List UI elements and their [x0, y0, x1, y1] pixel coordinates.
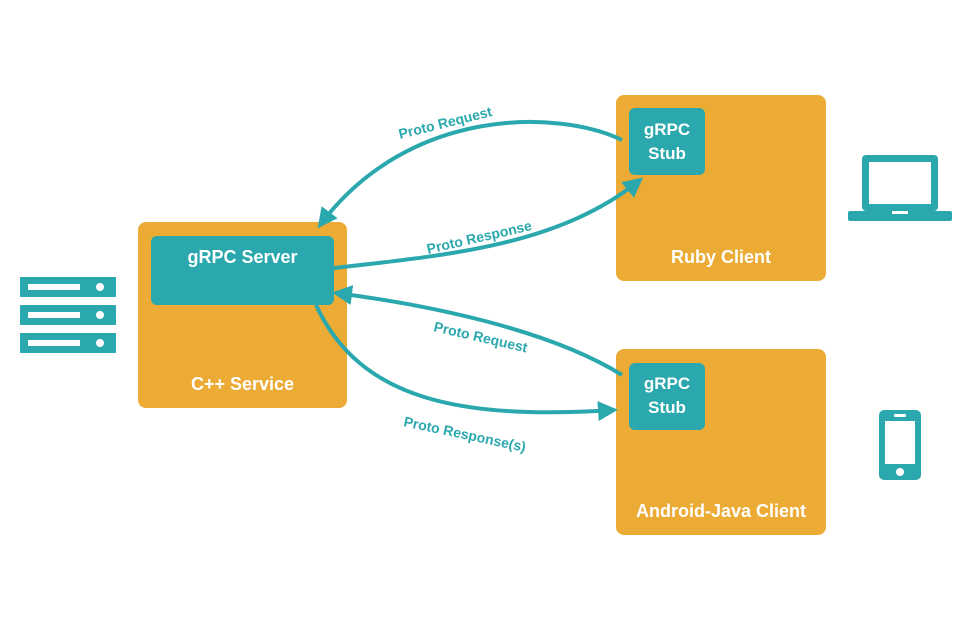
android-response-label: Proto Response(s): [402, 413, 527, 455]
cpp-service-label: C++ Service: [190, 374, 295, 394]
server-rack-icon: [20, 277, 116, 353]
ruby-response-label: Proto Response: [425, 217, 533, 257]
ruby-response-arrow: [333, 177, 644, 270]
grpc-server-box: [151, 236, 334, 305]
android-stub-line2: Stub: [648, 398, 686, 417]
android-client-label: Android-Java Client: [635, 501, 807, 521]
android-request-arrow: [332, 285, 624, 377]
ruby-stub-line2: Stub: [648, 144, 686, 163]
android-response-arrow: [314, 304, 618, 422]
phone-icon: [879, 410, 921, 480]
android-request-label: Proto Request: [432, 318, 529, 355]
ruby-request-arrow: [317, 119, 623, 229]
laptop-icon: [848, 155, 952, 221]
android-grpc-stub-box: [629, 363, 705, 430]
grpc-server-label: gRPC Server: [187, 247, 298, 267]
ruby-client-label: Ruby Client: [670, 247, 771, 267]
ruby-stub-line1: gRPC: [643, 120, 691, 139]
android-stub-line1: gRPC: [643, 374, 691, 393]
ruby-grpc-stub-box: [629, 108, 705, 175]
